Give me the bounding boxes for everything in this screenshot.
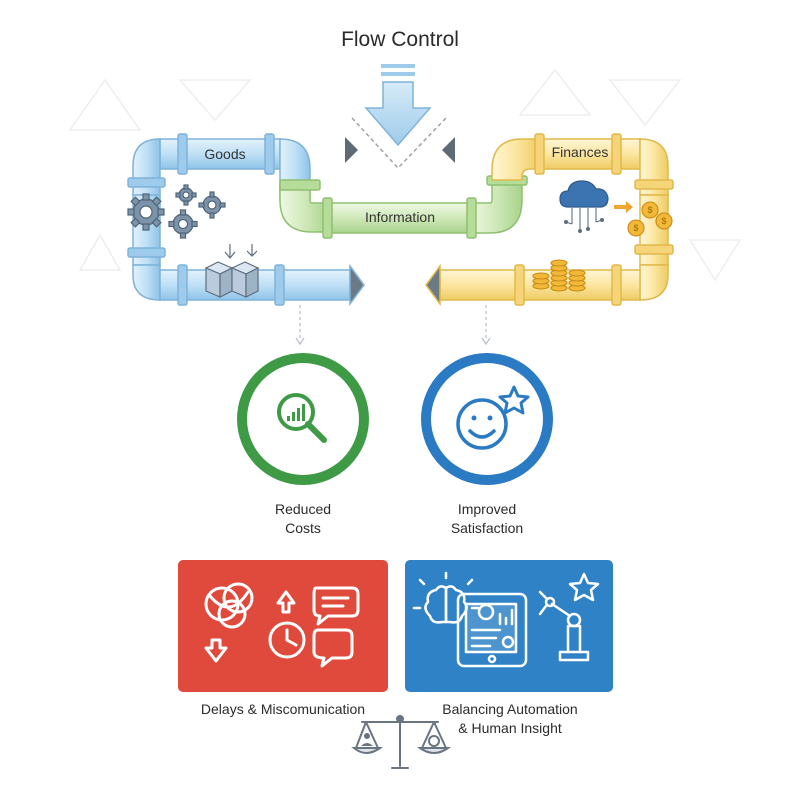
background-triangles — [68, 68, 742, 282]
automation-line2: & Human Insight — [458, 720, 562, 736]
delays-caption: Delays & Miscomunication — [200, 701, 366, 717]
automation-line1: Balancing Automation — [442, 701, 578, 717]
information-label: Information — [364, 209, 436, 225]
svg-text:$: $ — [633, 223, 638, 233]
boxes-icon — [204, 244, 260, 298]
funnel-lines — [351, 117, 447, 170]
tangle-icon — [204, 582, 254, 629]
cloud-data-icon — [559, 180, 633, 233]
reduced-costs-caption: Reduced Costs — [243, 500, 363, 538]
automation-caption: Balancing Automation & Human Insight — [410, 700, 610, 738]
improved-satisfaction-caption: Improved Satisfaction — [427, 500, 547, 538]
arrow-down-icon — [364, 64, 432, 147]
scale-icon — [351, 715, 452, 769]
improved-satisfaction-line2: Satisfaction — [450, 520, 524, 536]
finances-label: Finances — [551, 144, 609, 160]
reduced-costs-line1: Reduced — [274, 501, 332, 517]
goods-label: Goods — [204, 146, 246, 162]
svg-text:$: $ — [647, 205, 652, 215]
arrow-up-icon — [276, 590, 296, 614]
tablet-icon — [456, 592, 528, 668]
reduced-costs-circle — [237, 353, 369, 485]
chat-bubble-icon — [312, 586, 360, 668]
improved-satisfaction-circle — [421, 353, 553, 485]
goods-pipe — [127, 133, 365, 307]
gears-icon — [127, 184, 226, 239]
reduced-costs-line2: Costs — [285, 520, 321, 536]
connector-lines — [299, 305, 487, 340]
svg-text:$: $ — [661, 216, 666, 226]
brain-icon — [412, 571, 480, 624]
information-pipe — [279, 175, 528, 239]
valve-right-icon — [442, 137, 455, 163]
coins-icon — [532, 201, 673, 292]
clock-icon — [268, 621, 306, 659]
improved-satisfaction-line1: Improved — [457, 501, 517, 517]
arrow-down-small-icon — [204, 638, 228, 663]
star-icon — [568, 572, 600, 602]
magnifier-chart-icon — [277, 393, 327, 443]
delays-panel — [178, 560, 388, 692]
valve-left-icon — [345, 137, 358, 163]
smiley-star-icon — [456, 398, 508, 450]
robot-arm-icon — [538, 590, 590, 662]
page-title: Flow Control — [341, 28, 459, 51]
